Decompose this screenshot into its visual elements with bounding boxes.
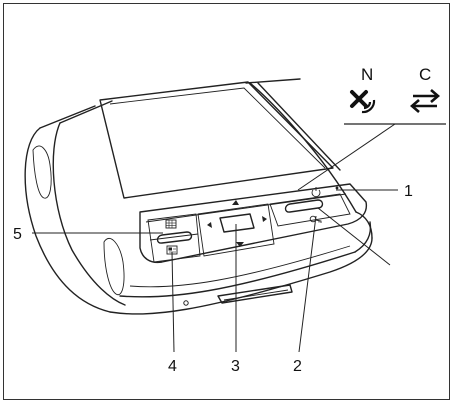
indicator-letter-n: N [361, 65, 373, 84]
grid-calendar-icon [165, 219, 177, 229]
callout-4: 4 [168, 358, 177, 375]
callout-2: 2 [293, 358, 302, 375]
status-indicators: N C [344, 65, 446, 125]
satellite-signal-off-icon [350, 90, 376, 114]
callout-5: 5 [13, 226, 22, 243]
sync-arrows-icon [410, 89, 440, 113]
callout-3: 3 [231, 358, 240, 375]
nav-arrows [207, 200, 267, 247]
indicator-letter-c: C [419, 65, 431, 84]
pda-device [24, 78, 373, 315]
power-icon [311, 187, 321, 198]
diagram-frame [3, 3, 450, 400]
callout-1: 1 [404, 183, 413, 200]
leader-lines [32, 123, 398, 353]
